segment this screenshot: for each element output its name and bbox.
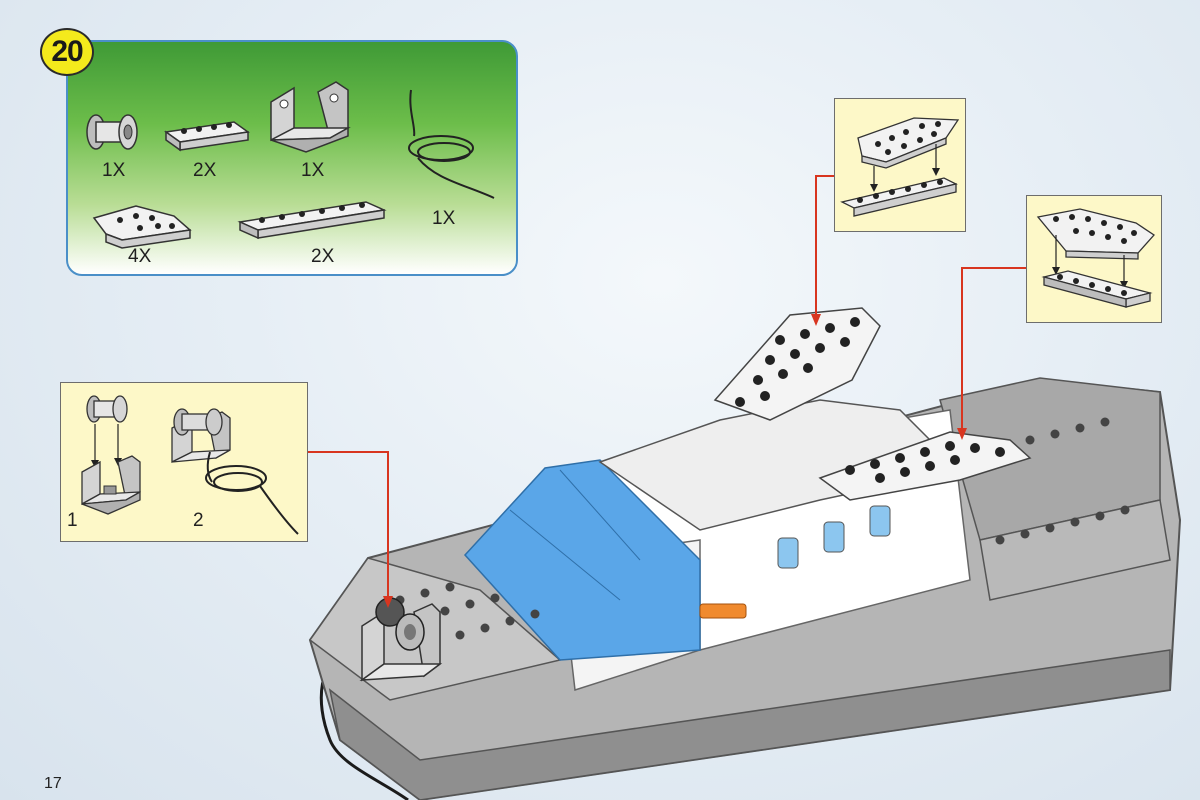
part-qty-winch-bracket: 1X	[301, 160, 325, 181]
hull-studs	[395, 417, 1130, 640]
cabin-window	[869, 505, 891, 537]
cabin-window	[823, 521, 845, 553]
windshield-canopy	[463, 459, 701, 661]
sub-step-2-label: 2	[193, 510, 204, 531]
winch-bracket-icon	[81, 455, 141, 515]
wedge-callout-1-illustration	[840, 117, 960, 217]
plate-1x4-icon	[164, 121, 250, 152]
wedge-plate-icon	[92, 205, 192, 249]
winch-drum-icon	[86, 114, 138, 150]
part-qty-string: 1X	[432, 208, 456, 229]
cabin-window	[777, 537, 799, 569]
assembled-winch-icon	[171, 408, 231, 464]
plate-1x6-icon	[237, 201, 387, 240]
part-qty-winch-drum: 1X	[102, 160, 126, 181]
string-cord-icon	[408, 89, 495, 199]
step-number: 20	[51, 35, 83, 68]
pointer-arrowheads	[383, 314, 967, 608]
cord-icon	[205, 451, 299, 535]
sub-step-1-label: 1	[67, 510, 78, 531]
orange-accessory	[699, 603, 747, 619]
winch-drum-icon	[86, 395, 128, 423]
parts-illustrations	[86, 81, 495, 249]
upper-wedge-plate	[713, 307, 881, 421]
brick-studs	[735, 317, 1005, 483]
part-qty-wedge-plate: 4X	[128, 246, 152, 267]
bow-winch	[359, 597, 443, 682]
wedge-callout-2-illustration	[1036, 208, 1155, 308]
part-qty-plate-1x4: 2X	[193, 160, 217, 181]
pointer-lines	[308, 175, 1026, 598]
winch-subassembly-illustration	[81, 395, 299, 535]
part-qty-plate-1x6: 2X	[311, 246, 335, 267]
winch-bracket-icon	[270, 81, 351, 153]
page-number: 17	[44, 775, 62, 792]
step-number-badge: 20	[40, 28, 94, 76]
